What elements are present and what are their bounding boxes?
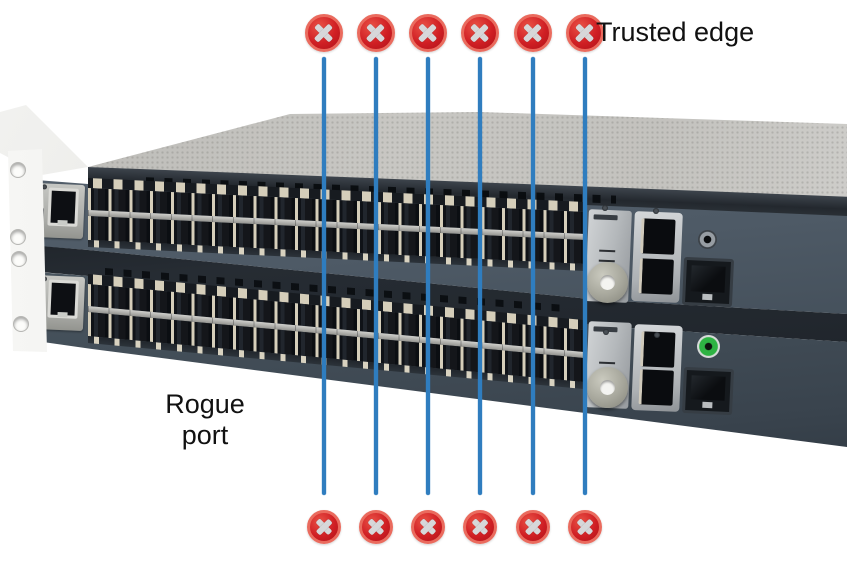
blocked-x-icon-top-6 (566, 14, 604, 52)
blocked-x-icon-bottom-2 (359, 510, 393, 544)
blocked-x-icon-bottom-3 (411, 510, 445, 544)
blocked-port-line-5 (531, 57, 535, 495)
bracket-hole (14, 317, 28, 331)
blocked-x-icon-top-1 (305, 14, 343, 52)
bracket-hole (11, 163, 25, 177)
blocked-port-line-2 (374, 57, 378, 495)
screw-icon (654, 332, 660, 338)
blocked-x-icon-bottom-5 (516, 510, 550, 544)
blocked-x-icon-bottom-1 (307, 510, 341, 544)
thumbscrew-knob (587, 262, 628, 303)
status-indicator-green (697, 335, 720, 358)
blocked-port-line-3 (426, 57, 430, 495)
rogue-port-label: Rogue port (165, 389, 245, 450)
screw-icon (602, 205, 608, 211)
bracket-hole (11, 230, 25, 244)
blocked-port-line-4 (478, 57, 482, 495)
blocked-port-line-1 (322, 57, 326, 495)
blocked-x-icon-top-2 (357, 14, 395, 52)
blocked-x-icon-bottom-4 (463, 510, 497, 544)
aux-connector-top-unit (698, 230, 717, 249)
blocked-x-icon-top-5 (514, 14, 552, 52)
screw-icon (603, 329, 609, 335)
trusted-edge-label: Trusted edge (596, 17, 755, 47)
blocked-port-line-6 (583, 57, 587, 495)
thumbscrew-knob (587, 367, 628, 408)
bracket-hole (12, 252, 26, 266)
blocked-x-icon-top-3 (409, 14, 447, 52)
blocked-x-icon-top-4 (461, 14, 499, 52)
screw-icon (653, 208, 659, 214)
blocked-x-icon-bottom-6 (568, 510, 602, 544)
